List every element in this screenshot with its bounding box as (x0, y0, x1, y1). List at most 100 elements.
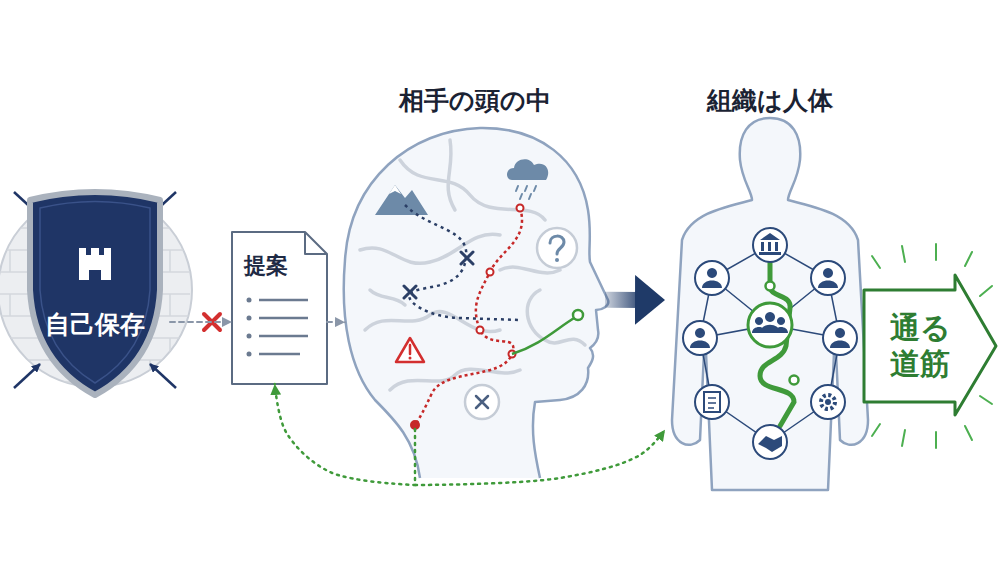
ray (872, 424, 880, 436)
document-fold (305, 232, 327, 254)
network-links (700, 245, 840, 442)
maze-wall (370, 290, 405, 305)
path-point (411, 421, 419, 429)
head-silhouette (344, 128, 609, 478)
route-points (766, 282, 799, 385)
path-point (477, 327, 484, 334)
mountain-icon (375, 185, 428, 215)
document-lines (247, 298, 309, 357)
wrong-path (405, 205, 520, 320)
found-point (573, 310, 583, 320)
maze-wall (400, 160, 545, 220)
castle-shape (79, 248, 111, 280)
shield-shape (30, 192, 160, 395)
maze-wall (448, 140, 455, 210)
warning-triangle (396, 338, 424, 362)
dead-end-marks (404, 252, 473, 298)
path-point (517, 205, 524, 212)
dead-end-icon (465, 385, 499, 419)
handshake-circle (753, 425, 787, 459)
handshake-icon (758, 436, 782, 452)
shield-node-outline-group (30, 192, 160, 395)
cloud-shape (507, 159, 548, 180)
person-icon (818, 268, 838, 288)
warning-icon (396, 338, 424, 362)
body-node: 組織は人体 (665, 78, 875, 490)
body-silhouette (672, 118, 868, 490)
path-point (509, 351, 516, 358)
document-node-outline-group (232, 232, 327, 384)
result-arrow-node: 通る 道筋 (862, 272, 998, 418)
brick-joints (10, 184, 170, 400)
passing-route (760, 262, 794, 426)
person-circle (811, 261, 845, 295)
checklist-icon (704, 392, 720, 412)
body-node-outline (665, 78, 875, 490)
dashed-arrow (170, 321, 232, 323)
checklist-circle (695, 385, 729, 419)
main-arrow (605, 292, 643, 308)
blocked-mark (204, 314, 220, 330)
route-point (766, 282, 775, 291)
question-hook (550, 236, 564, 254)
checklist-lines (708, 398, 716, 408)
head-node: 相手の頭の中 (345, 78, 605, 485)
person-circle (823, 321, 857, 355)
network-icons (690, 233, 850, 452)
rain-drops (516, 186, 536, 199)
shield-node-outline (20, 190, 170, 395)
ray (902, 430, 905, 446)
bullet (247, 316, 252, 321)
insight-arrow (415, 430, 665, 485)
head-node-outline (345, 78, 605, 485)
brick-wall (0, 184, 192, 400)
ray (980, 396, 992, 404)
section-heading: 組織は人体 (665, 86, 875, 116)
document-title: 提案 (244, 252, 327, 280)
shield-inner-rim (40, 202, 150, 384)
institution-circle (753, 228, 787, 262)
question-circle (537, 228, 577, 268)
document-node: 提案 (232, 232, 327, 384)
team-icon (752, 312, 788, 333)
dead-end-cross (476, 396, 488, 408)
person-icon (702, 268, 722, 288)
maze-wall (527, 290, 585, 345)
text-lines (259, 300, 308, 354)
cross-stroke (204, 314, 220, 330)
body-network (683, 228, 857, 459)
network-circles (683, 228, 857, 459)
mountain-shape (375, 185, 428, 215)
ray (935, 432, 937, 448)
result-arrow-node-outline-group (864, 275, 996, 415)
path-point (487, 269, 494, 276)
gear-icon (821, 395, 835, 409)
shield-label: 自己保存 (20, 310, 170, 340)
question-dot (555, 258, 559, 262)
ray (872, 256, 880, 268)
brick-lines (0, 184, 190, 400)
person-icon (830, 328, 850, 348)
cross-stroke (204, 314, 220, 330)
person-icon (690, 328, 710, 348)
ray (902, 246, 905, 262)
head-node-outline-group (344, 128, 609, 478)
question-icon (537, 228, 577, 268)
rain-cloud-icon (507, 159, 548, 199)
warning-bar (409, 345, 412, 354)
gear-circle (811, 385, 845, 419)
team-circle (748, 303, 792, 347)
maze-walls (360, 140, 585, 390)
ray (980, 286, 992, 296)
head-maze (360, 140, 585, 485)
ray (965, 252, 972, 266)
result-arrow-shape (864, 275, 996, 415)
maze-wall (500, 267, 560, 273)
result-label: 通る 道筋 (874, 310, 966, 382)
insight-stub (414, 429, 417, 485)
found-path (512, 318, 574, 354)
warning-dot (409, 357, 412, 360)
bullets (247, 298, 252, 357)
